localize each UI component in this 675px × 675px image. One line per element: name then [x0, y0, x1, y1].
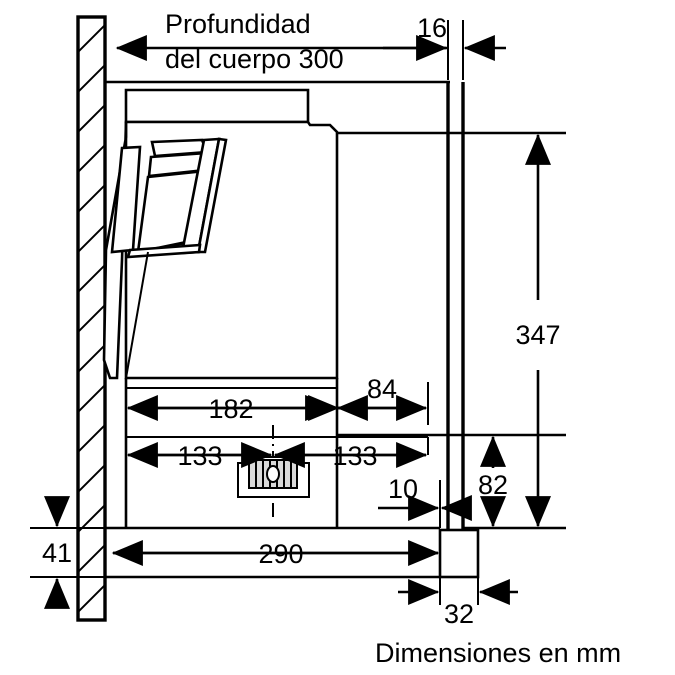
dimension-41 [30, 496, 105, 609]
units-note: Dimensiones en mm [375, 638, 621, 668]
dimension-label-82: 82 [478, 470, 508, 500]
duct-connector-detail [237, 456, 310, 498]
wall-hatching [78, 23, 105, 614]
wall-section [76, 15, 107, 622]
dimension-label-84: 84 [367, 374, 397, 404]
dimension-label-41: 41 [42, 538, 72, 568]
dimension-label-133-left: 133 [177, 441, 222, 471]
dimension-label-347: 347 [515, 320, 560, 350]
dimension-label-133-right: 133 [332, 441, 377, 471]
dimension-label-10: 10 [388, 474, 418, 504]
filter-flap-assembly [102, 121, 228, 380]
dimension-label-32: 32 [444, 599, 474, 629]
dimension-label-16: 16 [417, 13, 447, 43]
dimension-label-182: 182 [208, 394, 253, 424]
body-depth-label-line1: Profundidad [165, 9, 311, 39]
reference-lines [105, 80, 566, 579]
duct-vertical-lines [446, 82, 465, 530]
dimension-label-290: 290 [258, 539, 303, 569]
mounting-box-32 [438, 528, 480, 579]
body-depth-label-line2: del cuerpo 300 [165, 44, 344, 74]
extension-lines [125, 20, 479, 605]
